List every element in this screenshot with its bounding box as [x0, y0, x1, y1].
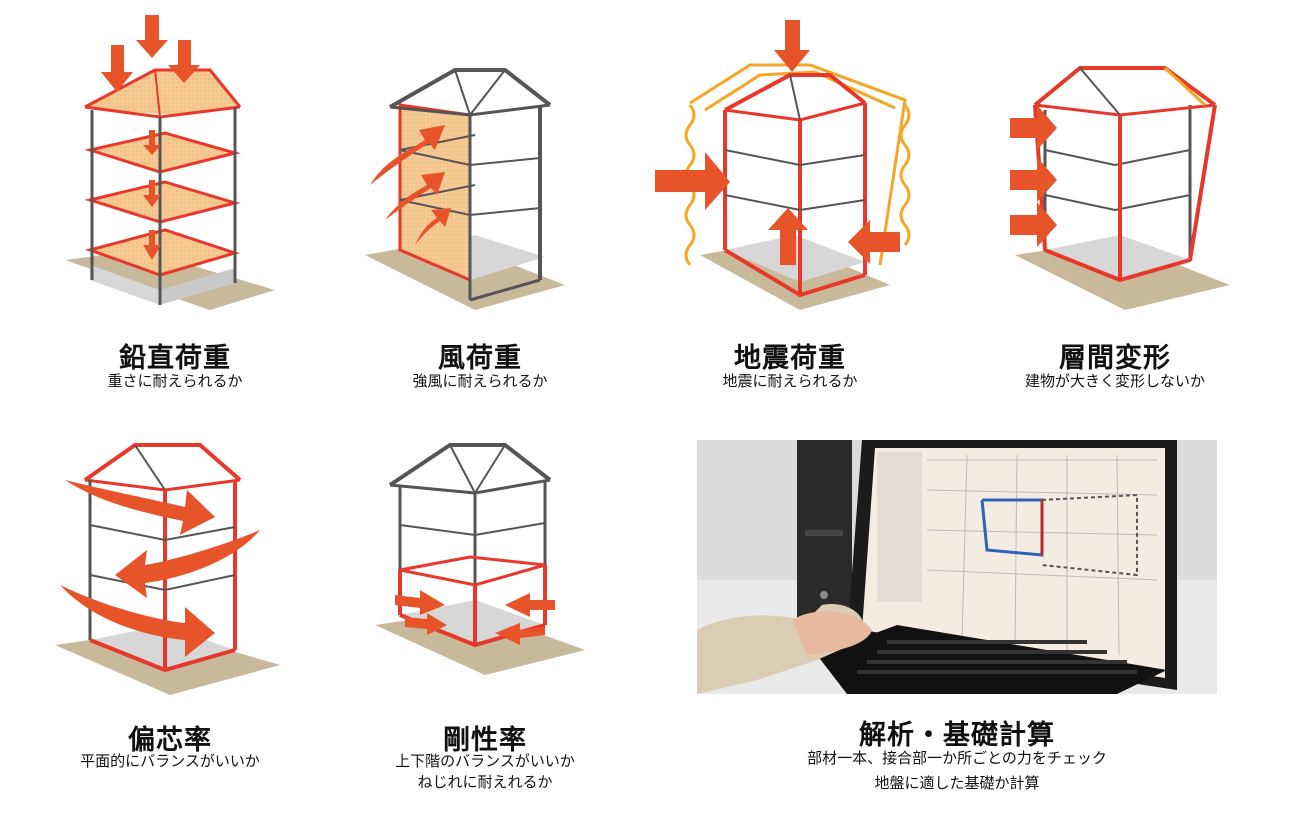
panel-eccentricity: 偏芯率 平面的にバランスがいいか [45, 435, 295, 795]
panel-subtitle: 部材一本、接合部一か所ごとの力をチェック [807, 749, 1107, 767]
panel-subtitle-2: ねじれに耐えれるか [417, 773, 553, 791]
panel-story-drift: 層間変形 建物が大きく変形しないか [995, 10, 1235, 400]
panel-stiffness-ratio: 剛性率 上下階のバランスがいいか ねじれに耐えれるか [365, 435, 605, 795]
panel-subtitle-2: 地盤に適した基礎か計算 [874, 774, 1040, 792]
panel-title: 地震荷重 [734, 343, 846, 374]
wind-load-diagram [365, 68, 565, 310]
panel-subtitle: 重さに耐えられるか [107, 372, 243, 390]
panel-title: 層間変形 [1059, 343, 1171, 374]
panel-vertical-load: 鉛直荷重 重さに耐えられるか [60, 10, 290, 400]
story-drift-diagram [1010, 66, 1230, 310]
panel-wind-load: 風荷重 強風に耐えられるか [355, 10, 605, 400]
stiffness-ratio-diagram [375, 443, 585, 675]
panel-analysis-calculation: 解析・基礎計算 部材一本、接合部一か所ごとの力をチェック 地盤に適した基礎か計算 [697, 705, 1217, 805]
panel-subtitle: 上下階のバランスがいいか [395, 752, 575, 770]
analysis-photo-illustration [697, 440, 1217, 694]
computer-analysis-photo [697, 440, 1217, 694]
panel-title: 解析・基礎計算 [859, 720, 1055, 751]
panel-seismic-load: 地震荷重 地震に耐えられるか [650, 10, 930, 400]
panel-subtitle: 強風に耐えられるか [412, 372, 548, 390]
seismic-load-diagram [655, 20, 911, 310]
eccentricity-diagram [55, 443, 280, 695]
panel-subtitle: 平面的にバランスがいいか [80, 752, 260, 770]
vertical-load-diagram [65, 15, 275, 310]
panel-title: 偏芯率 [128, 725, 212, 756]
panel-subtitle: 建物が大きく変形しないか [1024, 372, 1205, 390]
panel-title: 剛性率 [443, 725, 527, 756]
panel-subtitle: 地震に耐えられるか [722, 372, 858, 390]
panel-title: 鉛直荷重 [119, 343, 231, 374]
panel-title: 風荷重 [438, 343, 522, 374]
